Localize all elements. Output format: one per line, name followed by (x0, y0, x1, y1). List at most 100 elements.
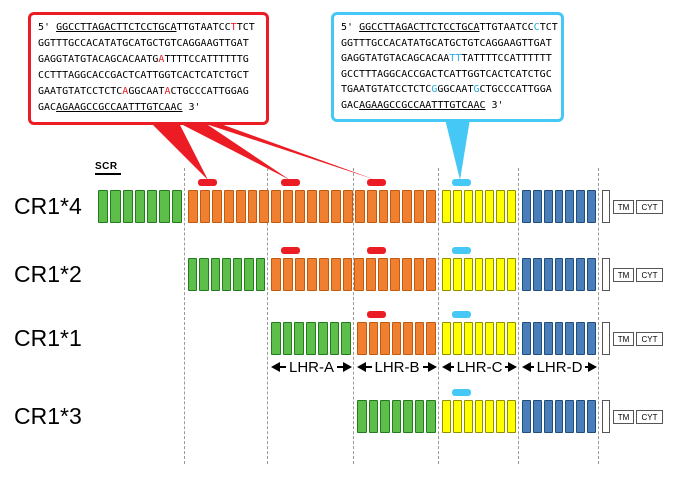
scr-domain-block (391, 322, 402, 355)
scr-domain-block (463, 258, 473, 291)
scr-domain-block (134, 190, 146, 223)
tm-box: TM (613, 332, 634, 346)
scr-domain-block (532, 400, 542, 433)
variant-base: TT (449, 53, 462, 64)
lhr-segment-green (271, 322, 352, 355)
scr-domain-block (378, 190, 389, 223)
sequence-run: GAGGTATGTACAGCACAA (341, 53, 450, 64)
sequence-run: 3' (485, 99, 504, 111)
scr-domain-block (576, 190, 586, 223)
sequence-run: GGTTTGCCACATATGCATGCTGTCAGGAAGTTGAT (341, 37, 552, 49)
scr-domain-block (426, 400, 437, 433)
scr-domain-block (294, 322, 305, 355)
scr-domain-block (366, 190, 377, 223)
red-callout-pointer (203, 123, 376, 180)
sequence-line: GACAGAAGCCGCCAATTTGTCAAC 3' (341, 98, 554, 114)
scr-domain-block (474, 400, 484, 433)
scr-domain-block (452, 322, 462, 355)
scr-domain-block (463, 190, 473, 223)
scr-domain-block (341, 322, 352, 355)
lhr-segment-blue (522, 190, 597, 223)
dashed-separator (438, 168, 439, 464)
variant-marker-red (281, 179, 300, 186)
sequence-line: GAGGTATGTACAGCACAATTTATTTTCCATTTTTT (341, 51, 554, 67)
scr-domain-block (426, 322, 437, 355)
scr-domain-block (543, 258, 553, 291)
sequence-run: GAGGTATGTACAGCACAATG (38, 54, 159, 65)
lhr-segment-orange (271, 258, 436, 291)
variant-marker-red (198, 179, 217, 186)
sequence-run: 3' (182, 102, 201, 113)
variant-base: T (230, 22, 237, 33)
scr-domain-block (357, 400, 367, 433)
scr-domain-block (295, 190, 306, 223)
scr-domain-block (233, 258, 243, 291)
scr-domain-block (318, 190, 329, 223)
scr-domain-block (403, 322, 413, 355)
scr-domain-block (463, 322, 473, 355)
scr-domain-block (244, 258, 254, 291)
variant-base: G (473, 84, 480, 95)
scr-domain-block (522, 322, 531, 355)
scr-domain-block (330, 258, 341, 291)
scr-domain-block (122, 190, 133, 223)
scr-domain-block (147, 190, 158, 223)
scr-domain-block (452, 190, 462, 223)
scr-domain-block (342, 258, 353, 291)
sequence-run: GAATGTATCCTCTC (38, 86, 123, 97)
scr-domain-block (576, 322, 586, 355)
scr-domain-block (414, 400, 425, 433)
arrow-left-icon (357, 362, 366, 372)
scr-domain-block (565, 190, 575, 223)
scr-domain-block (357, 322, 367, 355)
lhr-segment-yellow (442, 322, 517, 355)
lhr-span-label: LHR-D (536, 358, 583, 376)
scr-domain-block (442, 190, 451, 223)
scr-domain-block (507, 258, 517, 291)
sequence-run: GAC (341, 99, 360, 111)
sequence-line: GGTTTGCCACATATGCATGCTGTCAGGAAGTTGAT (341, 36, 554, 52)
scr-domain-block (507, 400, 517, 433)
row-label-cr1-2: CR1*2 (14, 261, 82, 287)
lhr-segment-yellow (442, 190, 517, 223)
lhr-segment-green (357, 400, 437, 433)
scr-domain-block (532, 322, 542, 355)
arrow-left-icon (442, 362, 451, 372)
scr-domain-block (188, 190, 198, 223)
row-label-cr1-3: CR1*3 (14, 403, 82, 429)
scr-domain-block (496, 322, 506, 355)
scr-domain-block (307, 190, 317, 223)
scr-domain-block (587, 258, 597, 291)
scr-domain-block (442, 322, 451, 355)
sequence-run: CTGCCCATTGGA (479, 84, 552, 95)
scr-domain-block (507, 322, 517, 355)
tm-box: TM (613, 410, 634, 424)
scr-domain-block (554, 258, 564, 291)
scr-domain-block (318, 258, 329, 291)
scr-domain-block (463, 400, 473, 433)
sequence-line: GACAGAAGCCGCCAATTTGTCAAC 3' (38, 100, 259, 116)
sequence-run: GCCTTTAGGCACCGACTCATTGGTCACTCATCTGC (341, 68, 552, 80)
sequence-line: GAGGTATGTACAGCACAATGATTTTCCATTTTTTG (38, 52, 259, 68)
scr-domain-block (306, 258, 317, 291)
scr-domain-block (390, 190, 401, 223)
scr-domain-block (188, 258, 198, 291)
sequence-line: GAATGTATCCTCTCAGGCAATACTGCCCATTGGAG (38, 84, 259, 100)
row-label-cr1-4: CR1*4 (14, 193, 82, 219)
lhr-span-lhr-a: LHR-A (271, 357, 353, 377)
scr-domain-block (368, 322, 379, 355)
red-callout-pointer (179, 123, 290, 180)
lhr-segment-yellow (442, 258, 517, 291)
arrow-line (337, 366, 344, 368)
lhr-segment-blue (522, 322, 597, 355)
variant-marker-cyan (452, 179, 471, 186)
scr-domain-block (565, 258, 575, 291)
variant-marker-cyan (452, 311, 471, 318)
scr-domain-block (522, 258, 531, 291)
scr-domain-block (442, 258, 451, 291)
scr-domain-block (259, 190, 270, 223)
arrow-right-icon (343, 362, 353, 372)
arrow-right-icon (588, 362, 597, 372)
variant-marker-red (367, 179, 386, 186)
